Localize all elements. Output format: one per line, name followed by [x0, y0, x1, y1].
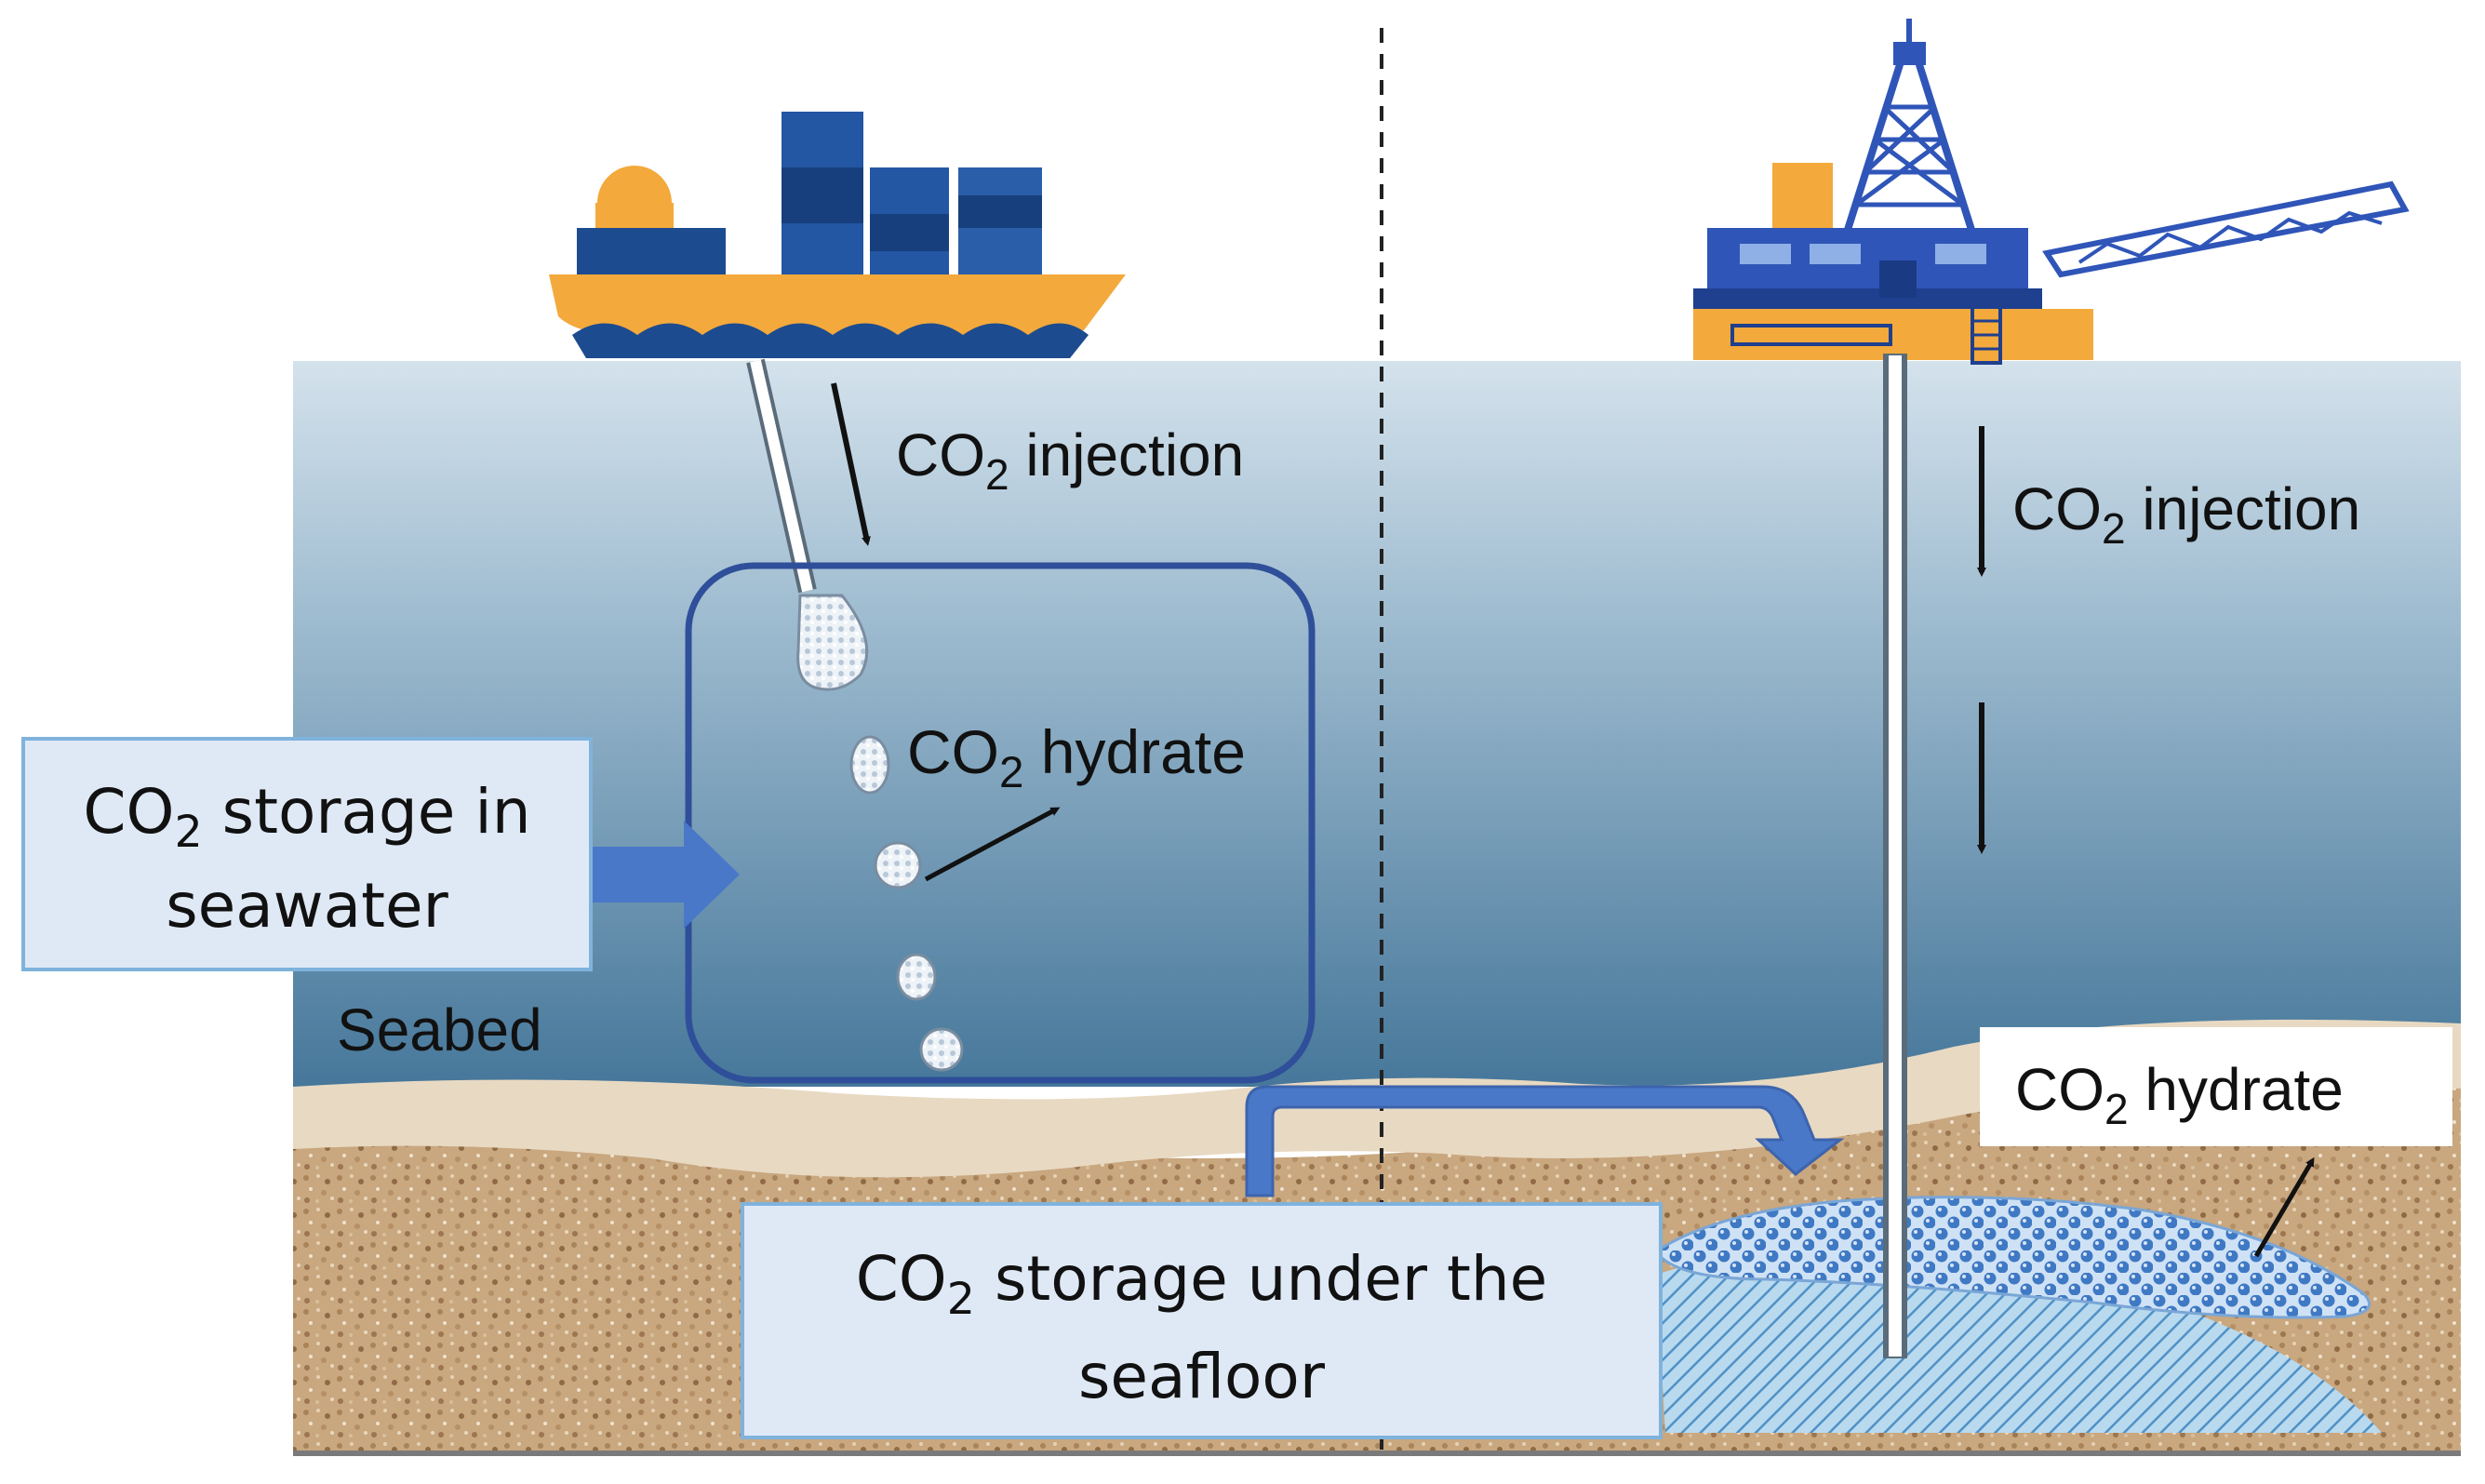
seafloor-box-line2: seafloor [1078, 1341, 1325, 1412]
offshore-rig-icon [1693, 19, 2410, 365]
ship-injection-pipe [746, 358, 817, 594]
injection-label-right: CO2 injection [2012, 475, 2361, 553]
seafloor-storage-box: CO2 storage under the seafloor [741, 1202, 1663, 1439]
seafloor-box-line1: CO2 storage under the [855, 1243, 1548, 1326]
co2-droplets [796, 594, 964, 1072]
injection-label-left: CO2 injection [896, 421, 1245, 499]
seawater-box-line2: seawater [166, 870, 448, 942]
hydrate-label-right: CO2 hydrate [1980, 1027, 2452, 1146]
rig-injection-pipe [1883, 354, 1907, 1358]
seawater-box-arrow [563, 821, 740, 929]
hydrate-label-left: CO2 hydrate [907, 717, 1246, 798]
reservoir-hatched [1656, 1245, 2382, 1433]
seafloor-transfer-arrow [1245, 1085, 1845, 1197]
seawater-storage-box: CO2 storage in seawater [21, 737, 593, 971]
seabed-label: Seabed [337, 996, 542, 1063]
hydrate-pointer-right [2253, 1156, 2315, 1258]
injection-arrow-left [831, 382, 871, 546]
seawater-box-line1: CO2 storage in [83, 776, 531, 859]
cargo-ship-icon [549, 112, 1126, 358]
seawater-storage-zone [685, 562, 1316, 1084]
sea-water [293, 361, 2461, 1087]
hydrate-pointer-left [924, 807, 1061, 882]
